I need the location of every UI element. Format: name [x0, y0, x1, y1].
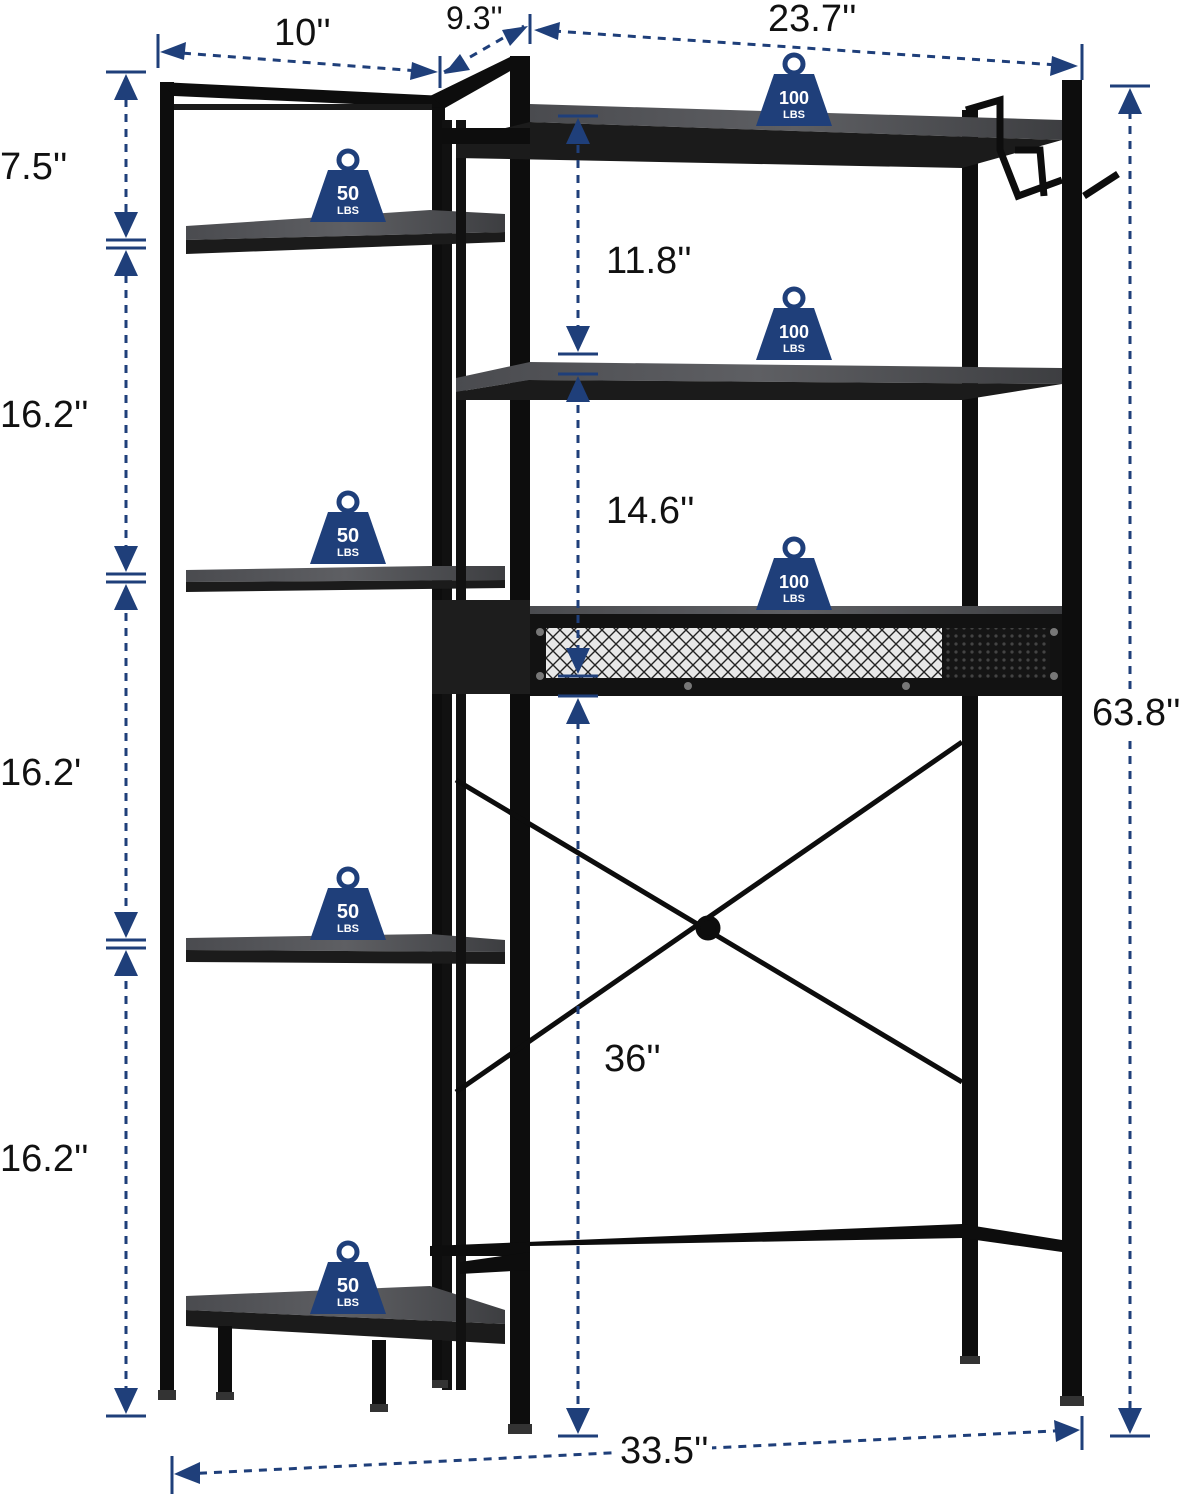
weight-capacity-icon	[782, 52, 806, 76]
label-total-width: 33.5''	[616, 1432, 713, 1470]
weight-badge-value: 100	[779, 572, 809, 592]
left-tower-top-crossbar	[174, 104, 432, 110]
label-right-width: 23.7''	[768, 0, 857, 40]
label-depth: 9.3''	[446, 0, 503, 36]
weight-capacity-icon	[336, 866, 360, 890]
weight-capacity-icon	[782, 536, 806, 560]
label-top-gap: 7.5''	[0, 146, 68, 188]
weight-capacity-icon	[336, 490, 360, 514]
hanging-hooks	[965, 95, 1120, 201]
main-back-right-post	[962, 110, 978, 1360]
label-right-clearance: 36''	[604, 1038, 661, 1080]
main-front-left-post	[510, 56, 530, 1426]
dimension-arrowheads	[114, 22, 1142, 1484]
weight-capacity-icon	[782, 286, 806, 310]
main-unit	[430, 56, 1120, 1434]
weight-badge-unit: LBS	[337, 1297, 359, 1309]
left-tower-back-post	[432, 96, 445, 1386]
left-tower	[158, 56, 512, 1412]
weight-badge-value: 50	[337, 901, 359, 923]
left-tower-inner-post	[442, 120, 452, 1390]
weight-badge-unit: LBS	[783, 593, 805, 605]
left-shelf-3	[186, 934, 505, 964]
bottom-rails	[430, 1224, 1062, 1274]
label-left-gap-2: 16.2'	[0, 752, 82, 794]
left-shelf-1	[186, 210, 505, 254]
main-back-left-post	[456, 120, 466, 1390]
main-front-right-post	[1062, 80, 1082, 1398]
left-tower-top-rail-side	[430, 56, 512, 108]
main-drawer-shelf	[432, 600, 1062, 696]
label-total-height: 63.8''	[1090, 692, 1183, 734]
label-left-gap-3: 16.2''	[0, 1138, 89, 1180]
weight-badge-value: 50	[337, 183, 359, 205]
weight-badge-unit: LBS	[337, 547, 359, 559]
weight-badge-unit: LBS	[337, 923, 359, 935]
x-brace	[454, 739, 964, 1095]
label-right-gap-2: 14.6''	[606, 490, 695, 532]
label-left-width: 10''	[274, 12, 331, 54]
perforated-panel	[944, 628, 1050, 678]
label-left-gap-1: 16.2''	[0, 394, 89, 436]
left-tower-front-post	[160, 82, 174, 1394]
weight-badge-value: 100	[779, 322, 809, 342]
weight-badge-unit: LBS	[783, 343, 805, 355]
weight-badge-unit: LBS	[337, 205, 359, 217]
left-shelf-2	[186, 566, 505, 592]
weight-badge-value: 50	[337, 1275, 359, 1297]
mesh-panel	[546, 628, 942, 678]
weight-badge-unit: LBS	[783, 109, 805, 121]
main-shelf-2	[456, 362, 1062, 400]
label-right-gap-1: 11.8''	[606, 240, 692, 282]
weight-capacity-icon	[336, 1240, 360, 1264]
weight-badge-value: 50	[337, 525, 359, 547]
left-tower-top-rail	[160, 82, 445, 108]
dim-line-left-width	[167, 50, 433, 74]
weight-capacity-icon	[336, 148, 360, 172]
weight-badge-value: 100	[779, 88, 809, 108]
dimension-ticks	[106, 14, 1150, 1494]
